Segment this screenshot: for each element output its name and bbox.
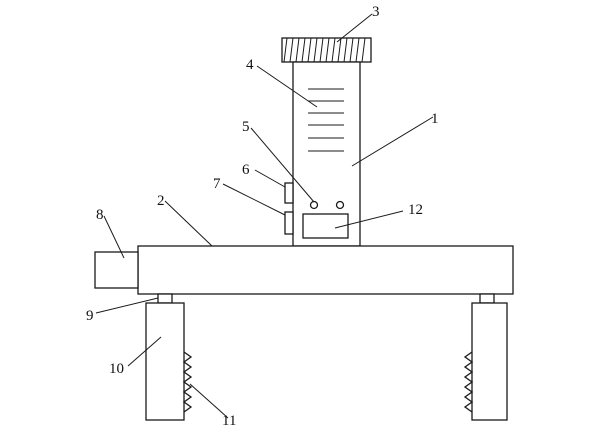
knurl-line bbox=[289, 37, 294, 63]
knurl-line bbox=[331, 37, 336, 63]
scale-marks bbox=[308, 88, 344, 152]
label-5: 5 bbox=[242, 119, 250, 135]
indicator-hole-right bbox=[335, 200, 345, 210]
knurl-line bbox=[295, 37, 300, 63]
knurl-line bbox=[343, 37, 348, 63]
label-11: 11 bbox=[222, 413, 236, 429]
label-10: 10 bbox=[109, 361, 124, 377]
knurl-line bbox=[355, 37, 360, 63]
knurl-line bbox=[319, 37, 324, 63]
leg-right bbox=[471, 302, 508, 421]
knurl-line bbox=[301, 37, 306, 63]
knurl-line bbox=[307, 37, 312, 63]
label-4: 4 bbox=[246, 57, 254, 73]
label-9: 9 bbox=[86, 308, 94, 324]
label-7: 7 bbox=[213, 176, 221, 192]
display-panel bbox=[302, 213, 349, 239]
side-button-upper bbox=[284, 182, 294, 204]
knurl-line bbox=[313, 37, 318, 63]
indicator-hole-left bbox=[309, 200, 319, 210]
side-button-lower bbox=[284, 211, 294, 235]
knurl-line bbox=[283, 37, 288, 63]
knurled-cap bbox=[281, 37, 372, 63]
serration-right bbox=[463, 351, 474, 413]
connector-blocks bbox=[157, 293, 495, 304]
knurl-line bbox=[337, 37, 342, 63]
leg-left bbox=[145, 302, 185, 421]
reference-labels: 1 2 3 4 5 6 7 8 9 10 11 12 bbox=[86, 4, 439, 429]
serration-left bbox=[182, 351, 193, 413]
side-box bbox=[94, 251, 139, 289]
knurl-line bbox=[349, 37, 354, 63]
label-3: 3 bbox=[372, 4, 380, 20]
label-12: 12 bbox=[408, 202, 423, 218]
label-1: 1 bbox=[431, 111, 439, 127]
base-platform bbox=[137, 245, 514, 295]
leader-lines bbox=[95, 13, 434, 419]
knurl-line bbox=[361, 37, 366, 63]
label-6: 6 bbox=[242, 162, 250, 178]
label-8: 8 bbox=[96, 207, 104, 223]
label-2: 2 bbox=[157, 193, 165, 209]
knurl-line bbox=[325, 37, 330, 63]
